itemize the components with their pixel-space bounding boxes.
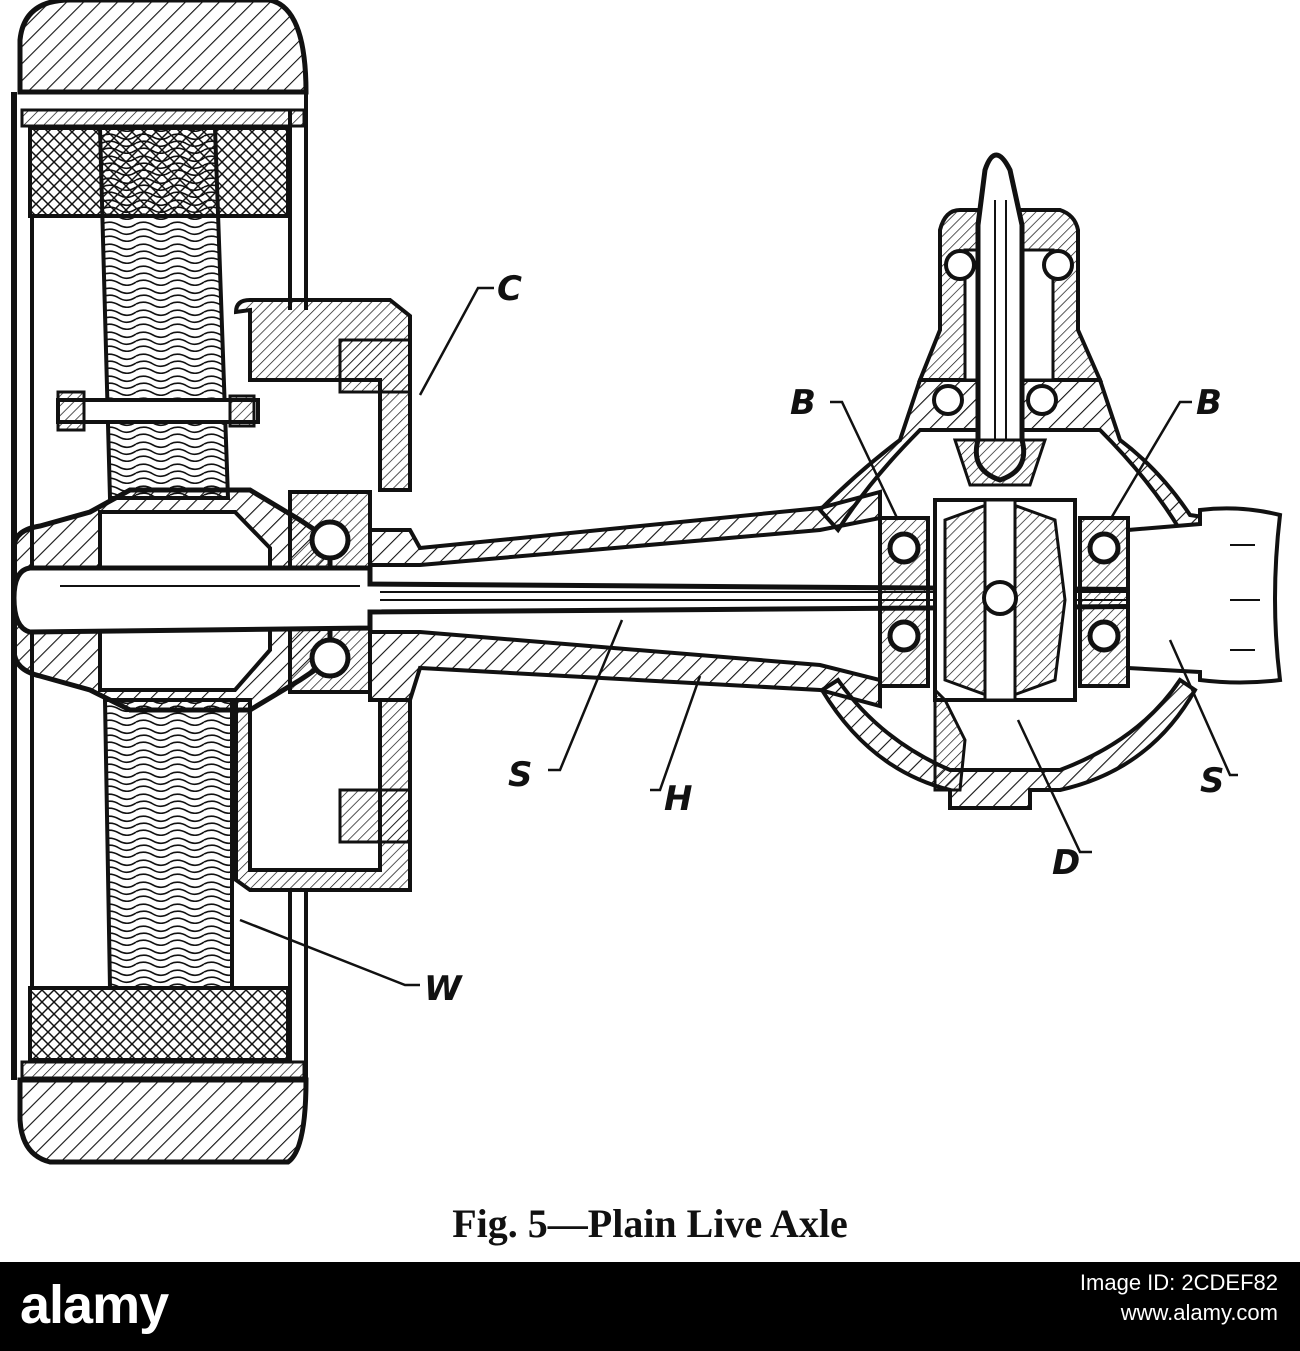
rim-band-top <box>20 108 306 128</box>
label-s-left: S <box>508 755 533 795</box>
stock-watermark-bar: alamy Image ID: 2CDEF82 www.alamy.com <box>0 1262 1300 1351</box>
differential-housing <box>817 152 1214 810</box>
spoke-upper <box>97 126 231 500</box>
figure-caption: Fig. 5—Plain Live Axle <box>452 1201 848 1246</box>
label-s-right: S <box>1200 761 1225 801</box>
label-h: H <box>664 779 693 819</box>
tyre-top <box>17 0 309 95</box>
stock-logo: alamy <box>20 1275 169 1335</box>
felloe-bottom <box>28 986 290 1062</box>
stock-image-id: Image ID: 2CDEF82 <box>1079 1270 1278 1295</box>
housing-tube-lower <box>368 630 882 709</box>
diff-case-lower <box>819 677 1198 810</box>
stock-url: www.alamy.com <box>1120 1300 1278 1325</box>
rim-band-bottom <box>20 1060 306 1080</box>
label-d: D <box>1052 843 1081 883</box>
right-stub <box>1126 506 1283 685</box>
leader-lines <box>239 286 1238 987</box>
tyre-bottom <box>17 1077 309 1165</box>
brake-drum <box>233 298 412 492</box>
pinion-shaft <box>973 152 1027 483</box>
axle-cross-section-drawing <box>11 0 1283 1165</box>
housing-tube-upper <box>368 489 882 567</box>
spoke-lower <box>102 698 234 990</box>
label-b-right: B <box>1196 383 1222 423</box>
wheel <box>11 0 309 1165</box>
label-w: W <box>424 969 462 1009</box>
label-c: C <box>497 269 522 309</box>
label-b-left: B <box>790 383 816 423</box>
